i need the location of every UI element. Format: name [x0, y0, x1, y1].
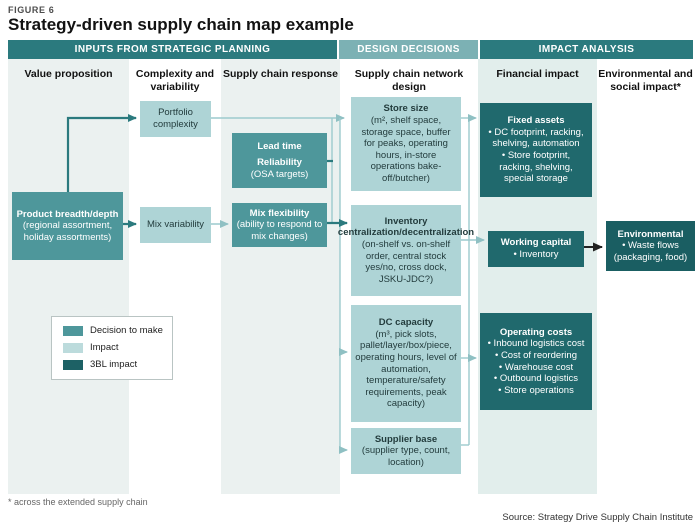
node-detail: (m², shelf space, storage space, buffer … [361, 115, 451, 184]
legend-label: 3BL impact [90, 359, 138, 370]
node-bullets: • DC footprint, racking, shelving, autom… [488, 126, 584, 185]
column-header-value-proposition: Value proposition [24, 68, 113, 80]
node-title: Store size [383, 103, 429, 115]
legend-label: Impact [90, 342, 119, 353]
page-title: Strategy-driven supply chain map example [8, 15, 354, 34]
legend: Decision to make Impact 3BL impact [51, 316, 173, 380]
legend-swatch-3bl [63, 359, 83, 370]
legend-item-3bl-impact: 3BL impact [63, 359, 172, 370]
node-title: Operating costs [499, 326, 573, 338]
node-dc-capacity: DC capacity (m³, pick slots, pallet/laye… [351, 305, 461, 422]
figure-label: FIGURE 6 [8, 5, 55, 15]
node-inventory-centralization: Inventory centralization/decentralizatio… [338, 205, 474, 296]
node-mix-flexibility: Mix flexibility (ability to respond to m… [232, 203, 327, 247]
node-bullets: • Waste flows (packaging, food) [613, 240, 688, 263]
legend-label: Decision to make [90, 325, 163, 336]
node-product-breadth-depth: Product breadth/depth (regional assortme… [12, 192, 123, 260]
node-title: Supplier base [374, 433, 438, 445]
node-title: Product breadth/depth [16, 208, 119, 220]
node-detail: (on-shelf vs. on-shelf order, central st… [361, 238, 451, 285]
node-portfolio-complexity: Portfolio complexity [140, 101, 211, 137]
header-bar-impact-analysis: IMPACT ANALYSIS [480, 40, 693, 59]
source-credit: Source: Strategy Drive Supply Chain Inst… [502, 512, 693, 523]
legend-item-impact: Impact [63, 342, 172, 353]
node-title: Mix variability [146, 219, 204, 231]
band-value-proposition [8, 59, 129, 494]
legend-swatch-impact [63, 342, 83, 353]
legend-item-decision-to-make: Decision to make [63, 325, 172, 336]
node-environmental: Environmental • Waste flows (packaging, … [606, 221, 695, 271]
node-title: Lead time [257, 140, 302, 152]
node-lead-time-reliability: Lead time Reliability (OSA targets) [232, 133, 327, 188]
node-supplier-base: Supplier base (supplier type, count, loc… [351, 428, 461, 474]
column-header-financial-impact: Financial impact [496, 68, 579, 80]
node-mix-variability: Mix variability [140, 207, 211, 243]
node-detail: (ability to respond to mix changes) [236, 219, 323, 242]
column-header-environmental-social: Environmental and social impact* [598, 68, 693, 94]
node-bullets: • Inbound logistics cost • Cost of reord… [487, 338, 585, 396]
node-title: Working capital [500, 237, 572, 249]
node-working-capital: Working capital • Inventory [488, 231, 584, 267]
column-header-network-design: Supply chain network design [354, 68, 464, 94]
footnote: * across the extended supply chain [8, 497, 148, 507]
node-title-2: Reliability [257, 157, 302, 169]
header-bar-design-decisions: DESIGN DECISIONS [339, 40, 478, 59]
column-header-complexity-variability: Complexity and variability [135, 68, 215, 94]
node-detail: (m³, pick slots, pallet/layer/box/piece,… [355, 328, 457, 410]
node-title: Mix flexibility [249, 207, 310, 219]
node-detail: (OSA targets) [250, 168, 309, 180]
node-title: DC capacity [378, 317, 434, 329]
band-supply-chain-response [221, 59, 340, 494]
node-title: Inventory centralization/decentralizatio… [337, 215, 475, 239]
header-bar-inputs: INPUTS FROM STRATEGIC PLANNING [8, 40, 337, 59]
node-detail: (regional assortment, holiday assortment… [22, 220, 113, 243]
node-title: Environmental [617, 228, 684, 240]
legend-swatch-decision [63, 325, 83, 336]
node-fixed-assets: Fixed assets • DC footprint, racking, sh… [480, 103, 592, 197]
node-store-size: Store size (m², shelf space, storage spa… [351, 97, 461, 191]
column-header-supply-chain-response: Supply chain response [223, 68, 338, 80]
node-operating-costs: Operating costs • Inbound logistics cost… [480, 313, 592, 410]
node-title: Fixed assets [507, 115, 565, 127]
node-title: Portfolio complexity [153, 107, 198, 130]
node-bullets: • Inventory [513, 249, 559, 260]
node-detail: (supplier type, count, location) [361, 445, 451, 468]
